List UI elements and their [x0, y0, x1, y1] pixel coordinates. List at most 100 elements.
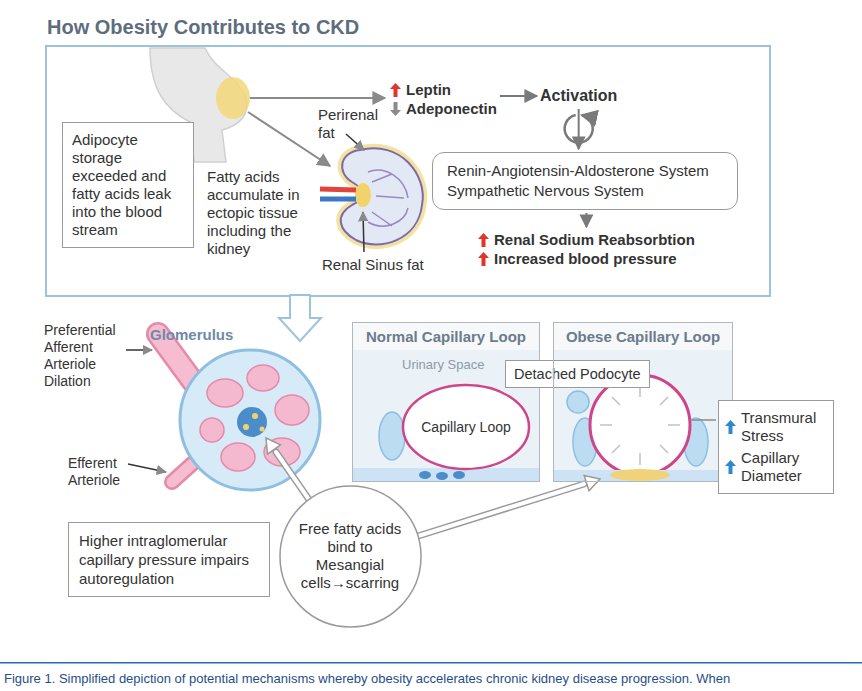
part-label: Efferent Arteriole — [68, 455, 140, 489]
part-label: Glomerulus — [150, 326, 233, 344]
node-text: Leptin — [406, 80, 497, 99]
system-box: Renin-Angiotensin-Aldosterone SystemSymp… — [432, 152, 738, 210]
node-text: Sympathetic Nervous System — [447, 181, 723, 201]
process-box: Adipocyte storage exceeded and fatty aci… — [62, 122, 194, 248]
up-arrow-icon — [725, 420, 736, 434]
panel-ground — [353, 323, 539, 481]
arrow-glyph — [390, 83, 401, 97]
kidney — [341, 148, 423, 244]
perirenal-fat — [341, 148, 423, 244]
node-text: Obese Capillary Loop — [554, 328, 732, 346]
pointer-head — [584, 476, 600, 491]
node-text: Renin-Angiotensin-Aldosterone System — [447, 161, 723, 181]
mesangial-cell — [419, 471, 431, 479]
node-text: Free fatty acids bind to Mesangial cells… — [297, 520, 403, 592]
node-text: Increased blood pressure — [494, 249, 695, 268]
icon-row: Adeponectin — [390, 99, 497, 118]
fat-deposit — [216, 77, 250, 119]
node-text: Detached Podocyte — [514, 365, 641, 383]
arrow-glyph — [725, 460, 736, 474]
panel-ground — [554, 323, 732, 481]
icon-row: Renal Sodium Reabsorbtion — [478, 230, 695, 249]
afferent-leader — [126, 349, 152, 351]
part-label: Preferential Afferent Arteriole Dilation — [44, 322, 136, 390]
up-arrow-icon — [390, 83, 401, 97]
part-label: Urinary Space — [402, 356, 484, 374]
part-label: Fatty acids accumulate in ectopic tissue… — [207, 168, 313, 258]
icon-row: Leptin — [390, 80, 497, 99]
capillary-loop: Capillary Loop — [401, 383, 531, 471]
down-arrow-icon — [390, 102, 401, 116]
capillary-tuft — [200, 418, 224, 442]
text-holder: Free fatty acids bind to Mesangial cells… — [297, 520, 403, 592]
capillary-tuft — [207, 379, 243, 407]
process-box: Higher intraglomerular capillary pressur… — [68, 522, 270, 597]
icon-row: Capillary Diameter — [725, 449, 827, 485]
node-text: Capillary Loop — [421, 419, 511, 436]
activation-text: Activation — [540, 86, 617, 106]
figure-caption: Figure 1. Simplified depiction of potent… — [4, 671, 730, 687]
renal-sinus-fat — [355, 183, 371, 207]
diagram-title: How Obesity Contributes to CKD — [47, 16, 359, 39]
up-arrow-icon — [478, 233, 489, 247]
arrow-glyph — [478, 252, 489, 266]
hormone-text: LeptinAdeponectin — [390, 80, 497, 118]
arrow-glyph — [725, 420, 736, 434]
capillary-panel: Normal Capillary LoopCapillary Loop — [352, 322, 540, 482]
callout-box: Detached Podocyte — [505, 360, 650, 388]
outcome-text: Renal Sodium ReabsorbtionIncreased blood… — [478, 230, 695, 268]
detached-podocyte — [567, 391, 589, 413]
node-text: Transmural Stress — [741, 409, 827, 445]
pointer-outline — [415, 484, 584, 537]
efferent-leader — [128, 464, 166, 472]
mesangial-cell — [436, 472, 448, 480]
pointer-head — [266, 438, 281, 454]
obese-capillary — [590, 375, 690, 475]
capillary-panel: Obese Capillary Loop — [553, 322, 733, 482]
renal-artery — [320, 189, 356, 190]
pointer-fill — [276, 452, 310, 501]
kidney-calyces — [368, 170, 408, 226]
mesangial-cell — [453, 471, 465, 479]
node-text: Adipocyte storage exceeded and fatty aci… — [72, 131, 184, 239]
fatty-acid-dot — [252, 413, 258, 419]
ellipse-shape — [403, 385, 529, 469]
fat-to-hormone-arrow — [250, 97, 385, 99]
up-arrow-icon — [725, 460, 736, 474]
arrow-glyph — [478, 233, 489, 247]
top-panel — [46, 46, 770, 296]
capillary-tuft — [275, 395, 309, 425]
podocyte — [379, 412, 405, 460]
part-label: Renal Sinus fat — [322, 256, 424, 274]
hollow-arrow — [279, 295, 321, 341]
basement-layer — [554, 470, 732, 481]
node-text: Activation — [540, 86, 617, 106]
capillary-tuft — [247, 365, 279, 391]
stress-leader — [692, 419, 716, 421]
up-arrow-icon — [478, 252, 489, 266]
perirenal-leader — [346, 134, 364, 150]
basement-layer — [353, 468, 539, 481]
mesangial-fat — [610, 469, 670, 481]
text-holder: Capillary Loop — [421, 419, 511, 436]
icon-row: Increased blood pressure — [478, 249, 695, 268]
fat-to-kidney-arrow — [248, 112, 330, 166]
fatty-acid-dot — [260, 427, 265, 432]
node-text: Capillary Diameter — [741, 449, 827, 485]
note-circle: Free fatty acids bind to Mesangial cells… — [279, 485, 422, 628]
pointer-outline — [276, 452, 310, 501]
circle-shape — [280, 486, 421, 627]
icon-row: Transmural Stress — [725, 409, 827, 445]
flow-arrow — [500, 95, 537, 97]
pointer-fill — [415, 484, 584, 537]
arrow-glyph — [390, 102, 401, 116]
caption-rule — [0, 662, 862, 664]
node-text: Higher intraglomerular capillary pressur… — [79, 531, 259, 588]
capillary-tuft — [221, 443, 255, 471]
glomerulus — [180, 350, 320, 490]
callout-box: Transmural StressCapillary Diameter — [718, 400, 834, 494]
cycle-arrow — [565, 115, 593, 143]
fatty-acid-dot — [243, 424, 249, 430]
node-text: Renal Sodium Reabsorbtion — [494, 230, 695, 249]
